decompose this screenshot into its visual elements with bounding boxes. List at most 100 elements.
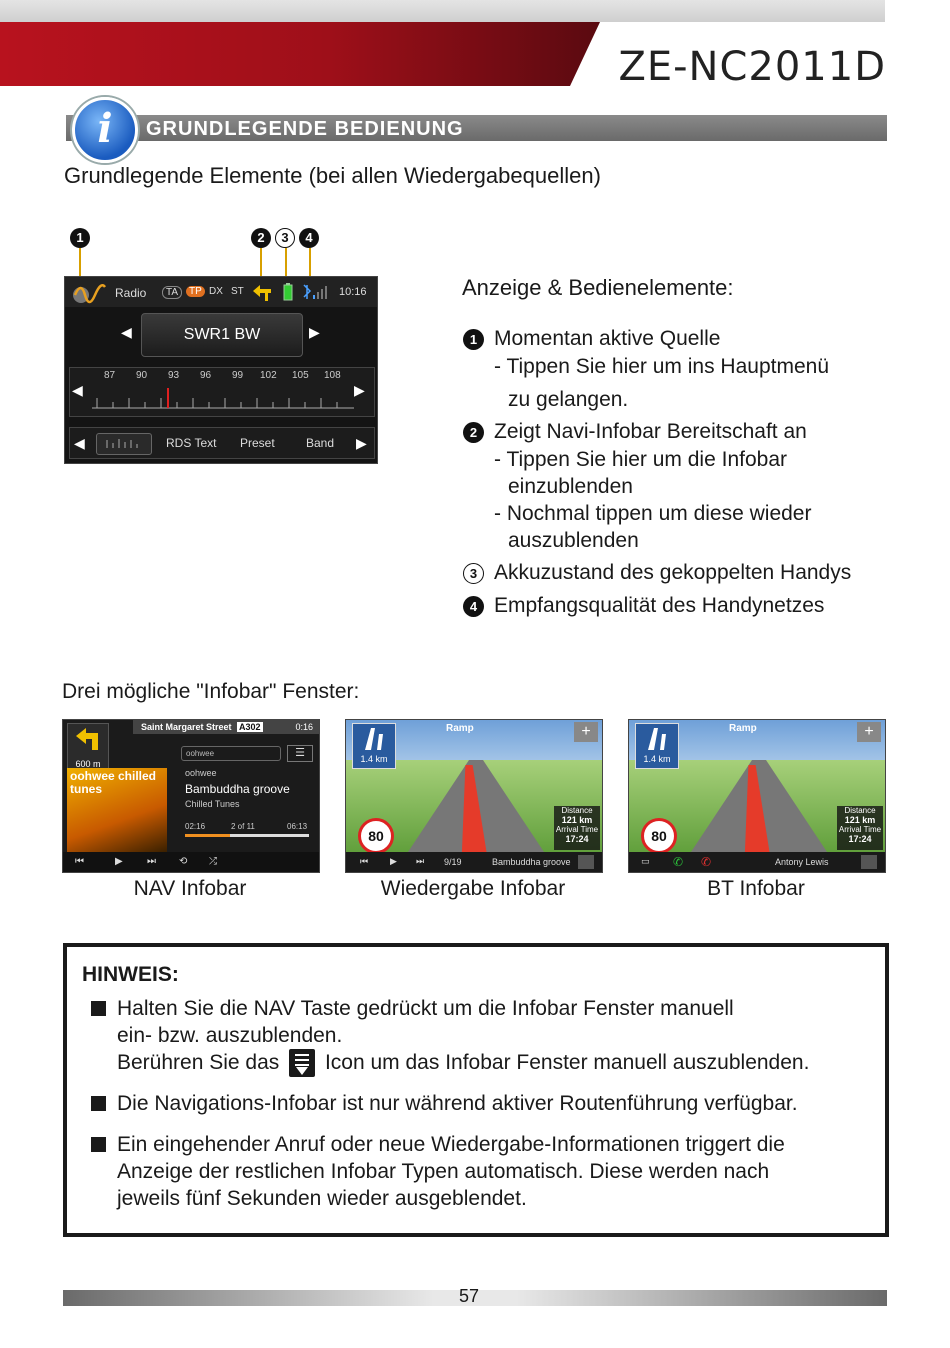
scale-right-arrow[interactable]: ▶ <box>354 382 365 398</box>
scale-tick: 99 <box>232 370 244 381</box>
marker-4: 4 <box>299 228 319 248</box>
next-station-button[interactable]: ▶ <box>309 324 320 340</box>
zoom-in-icon[interactable]: + <box>857 722 881 742</box>
note-text: jeweils fünf Sekunden wieder ausgeblende… <box>117 1187 527 1210</box>
scale-left-arrow[interactable]: ◀ <box>72 382 83 398</box>
note-title: HINWEIS: <box>82 963 179 986</box>
section-title: GRUNDLEGENDE BEDIENUNG <box>146 118 464 140</box>
marker-line-2 <box>260 248 262 282</box>
band-button[interactable]: Band <box>306 436 335 450</box>
bullet <box>91 1096 106 1111</box>
source-wave-icon[interactable] <box>71 281 107 305</box>
source-label: Radio <box>115 286 147 300</box>
section-bar <box>66 115 887 141</box>
elapsed-time: 02:16 <box>185 822 206 831</box>
control-item-line: einzublenden <box>508 475 633 498</box>
previous-icon[interactable]: ⏮ <box>360 856 369 866</box>
repeat-icon[interactable]: ⟲ <box>179 856 188 867</box>
control-item-title: Zeigt Navi-Infobar Bereitschaft an <box>494 420 807 443</box>
speed-limit: 80 <box>641 818 677 854</box>
bt-infobar-screenshot: Ramp + 1.4 km 80 Distance 121 km Arrival… <box>628 719 886 873</box>
bt-infobar-caption: BT Infobar <box>707 877 805 900</box>
battery-icon <box>283 283 293 306</box>
scale-tick: 93 <box>168 370 180 381</box>
source-select[interactable]: oohwee <box>181 746 281 761</box>
play-icon[interactable]: ▶ <box>390 856 397 866</box>
preset-button[interactable]: Preset <box>240 436 275 450</box>
page-number: 57 <box>459 1286 480 1306</box>
bottom-left-arrow[interactable]: ◀ <box>74 435 85 451</box>
street-bar: Saint Margaret Street A302 0:16 <box>133 720 319 734</box>
note-text: Ein eingehender Anruf oder neue Wiederga… <box>117 1133 785 1156</box>
caller-name: Antony Lewis <box>775 857 829 867</box>
dx-flag: DX <box>209 286 223 297</box>
list-icon[interactable]: ☰ <box>287 745 313 762</box>
radio-status-bar: Radio TA TP DX ST 10:16 <box>65 277 377 307</box>
bullet <box>91 1001 106 1016</box>
list-marker: 3 <box>463 563 484 584</box>
list-marker: 2 <box>463 422 484 443</box>
marker-3: 3 <box>275 228 295 248</box>
next-icon[interactable]: ⏭ <box>147 856 156 867</box>
previous-icon[interactable]: ⏮ <box>75 856 84 867</box>
bottom-right-arrow[interactable]: ▶ <box>356 435 367 451</box>
arrival-value: 17:24 <box>848 834 872 844</box>
zoom-in-icon[interactable]: + <box>574 722 598 742</box>
shuffle-icon[interactable]: ⤮ <box>209 856 217 867</box>
nav-infobar-caption: NAV Infobar <box>133 877 247 900</box>
street-name: Saint Margaret Street <box>141 722 232 732</box>
rds-text-button[interactable]: RDS Text <box>166 436 217 450</box>
note-line: Berühren Sie das Icon um das Infobar Fen… <box>117 1049 809 1078</box>
playback-infobar-screenshot: Ramp + 1.4 km 80 Distance 121 km Arrival… <box>345 719 603 873</box>
accept-call-icon[interactable]: ✆ <box>673 855 684 869</box>
frequency-scale[interactable]: ◀ ▶ 87 90 93 96 99 102 105 108 <box>69 367 375 417</box>
next-icon[interactable]: ⏭ <box>416 856 425 866</box>
control-item-line: - Tippen Sie hier um ins Hauptmenü <box>494 355 830 378</box>
scale-ruler <box>92 388 354 409</box>
album: Chilled Tunes <box>185 799 240 809</box>
playback-bar: ⏮ ▶ ⏭ 9/19 Bambuddha groove <box>346 852 602 872</box>
header-band <box>0 0 885 22</box>
note-text: Die Navigations-Infobar ist nur während … <box>117 1092 798 1115</box>
marker-line-4 <box>309 248 311 282</box>
marker-2: 2 <box>251 228 271 248</box>
distance-label: Distance <box>844 806 876 815</box>
list-marker: 1 <box>463 329 484 350</box>
progress-fill <box>185 834 230 837</box>
st-flag: ST <box>231 286 244 297</box>
note-text: Berühren Sie das <box>117 1051 280 1074</box>
controls-heading: Anzeige & Bedienelemente: <box>462 275 734 300</box>
scale-tick: 105 <box>292 370 309 381</box>
control-item-line: - Nochmal tippen um diese wieder <box>494 502 812 525</box>
turn-box: 1.4 km <box>635 723 679 769</box>
note-text: ein- bzw. auszublenden. <box>117 1024 343 1047</box>
tp-flag: TP <box>186 286 205 297</box>
play-icon[interactable]: ▶ <box>115 856 123 867</box>
hide-infobar-icon[interactable] <box>578 855 594 869</box>
distance-label: Distance <box>561 806 593 815</box>
prev-station-button[interactable]: ◀ <box>121 324 132 340</box>
model-name: ZE-NC2011D <box>618 44 886 90</box>
note-box: HINWEIS: Halten Sie die NAV Taste gedrüc… <box>63 943 889 1237</box>
turn-box: 1.4 km <box>352 723 396 769</box>
hide-infobar-icon[interactable] <box>861 855 877 869</box>
scale-tick: 108 <box>324 370 341 381</box>
progress-track[interactable] <box>185 834 309 837</box>
reject-call-icon[interactable]: ✆ <box>701 855 712 869</box>
intro-subtitle: Grundlegende Elemente (bei allen Wiederg… <box>64 163 601 188</box>
equalizer-button[interactable] <box>96 433 152 455</box>
track-number: 9/19 <box>444 857 462 867</box>
scale-tick: 90 <box>136 370 148 381</box>
scale-tick: 102 <box>260 370 277 381</box>
scale-tick: 87 <box>104 370 116 381</box>
road-badge: A302 <box>237 722 263 732</box>
distance-panel: Distance 121 km Arrival Time 17:24 <box>554 806 600 850</box>
distance-panel: Distance 121 km Arrival Time 17:24 <box>837 806 883 850</box>
nav-clock: 0:16 <box>295 722 313 732</box>
station-name: SWR1 BW <box>141 313 303 357</box>
marker-line-3 <box>285 248 287 282</box>
bullet <box>91 1137 106 1152</box>
navi-infobar-icon[interactable] <box>251 283 273 306</box>
marker-1: 1 <box>70 228 90 248</box>
turn-arrow-box: 600 m <box>67 723 109 769</box>
